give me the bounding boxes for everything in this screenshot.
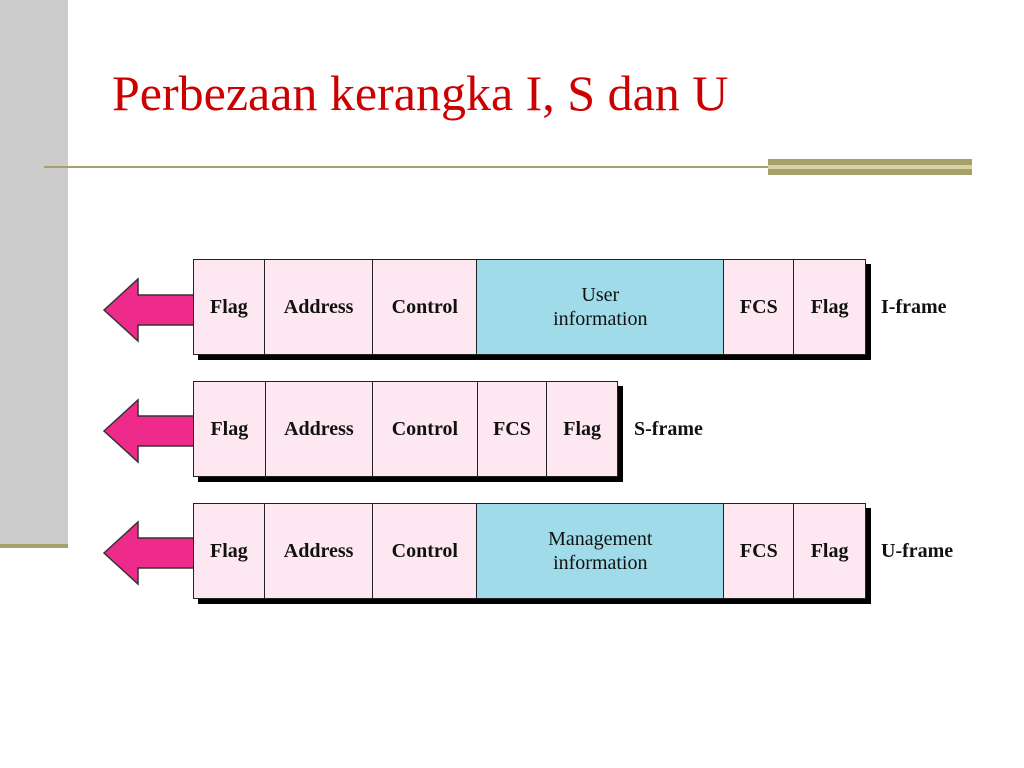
s-frame: Flag Address Control FCS Flag xyxy=(193,381,623,482)
direction-arrow-icon xyxy=(102,520,198,586)
i-frame: Flag Address Control User information FC… xyxy=(193,259,871,360)
u-frame: Flag Address Control Management informat… xyxy=(193,503,871,604)
flag-field: Flag xyxy=(194,504,265,598)
sidebar-decoration xyxy=(0,0,68,545)
user-information-field: User information xyxy=(477,260,725,354)
title-rule-accent-highlight xyxy=(768,165,972,169)
flag-field: Flag xyxy=(194,260,265,354)
address-field: Address xyxy=(265,504,374,598)
direction-arrow-icon xyxy=(102,277,198,343)
control-field: Control xyxy=(373,382,478,476)
sidebar-accent-line xyxy=(0,544,68,548)
u-frame-label: U-frame xyxy=(881,540,954,562)
s-frame-fields: Flag Address Control FCS Flag xyxy=(193,381,618,477)
flag-field: Flag xyxy=(194,382,266,476)
flag-field: Flag xyxy=(563,417,602,440)
s-frame-label: S-frame xyxy=(634,418,703,440)
fcs-field: FCS xyxy=(478,382,548,476)
slide-title: Perbezaan kerangka I, S dan U xyxy=(112,65,729,121)
control-field: Control xyxy=(373,260,478,354)
management-information-field: Management information xyxy=(477,504,725,598)
direction-arrow-icon xyxy=(102,398,198,464)
i-frame-fields: Flag Address Control User information FC… xyxy=(193,259,866,355)
title-rule xyxy=(44,166,972,168)
flag-field: Flag xyxy=(810,539,849,562)
u-frame-fields: Flag Address Control Management informat… xyxy=(193,503,866,599)
flag-field: Flag xyxy=(810,295,849,318)
fcs-field: FCS xyxy=(724,504,795,598)
address-field: Address xyxy=(265,260,374,354)
fcs-field: FCS xyxy=(724,260,795,354)
address-field: Address xyxy=(266,382,374,476)
i-frame-label: I-frame xyxy=(881,296,947,318)
control-field: Control xyxy=(373,504,478,598)
